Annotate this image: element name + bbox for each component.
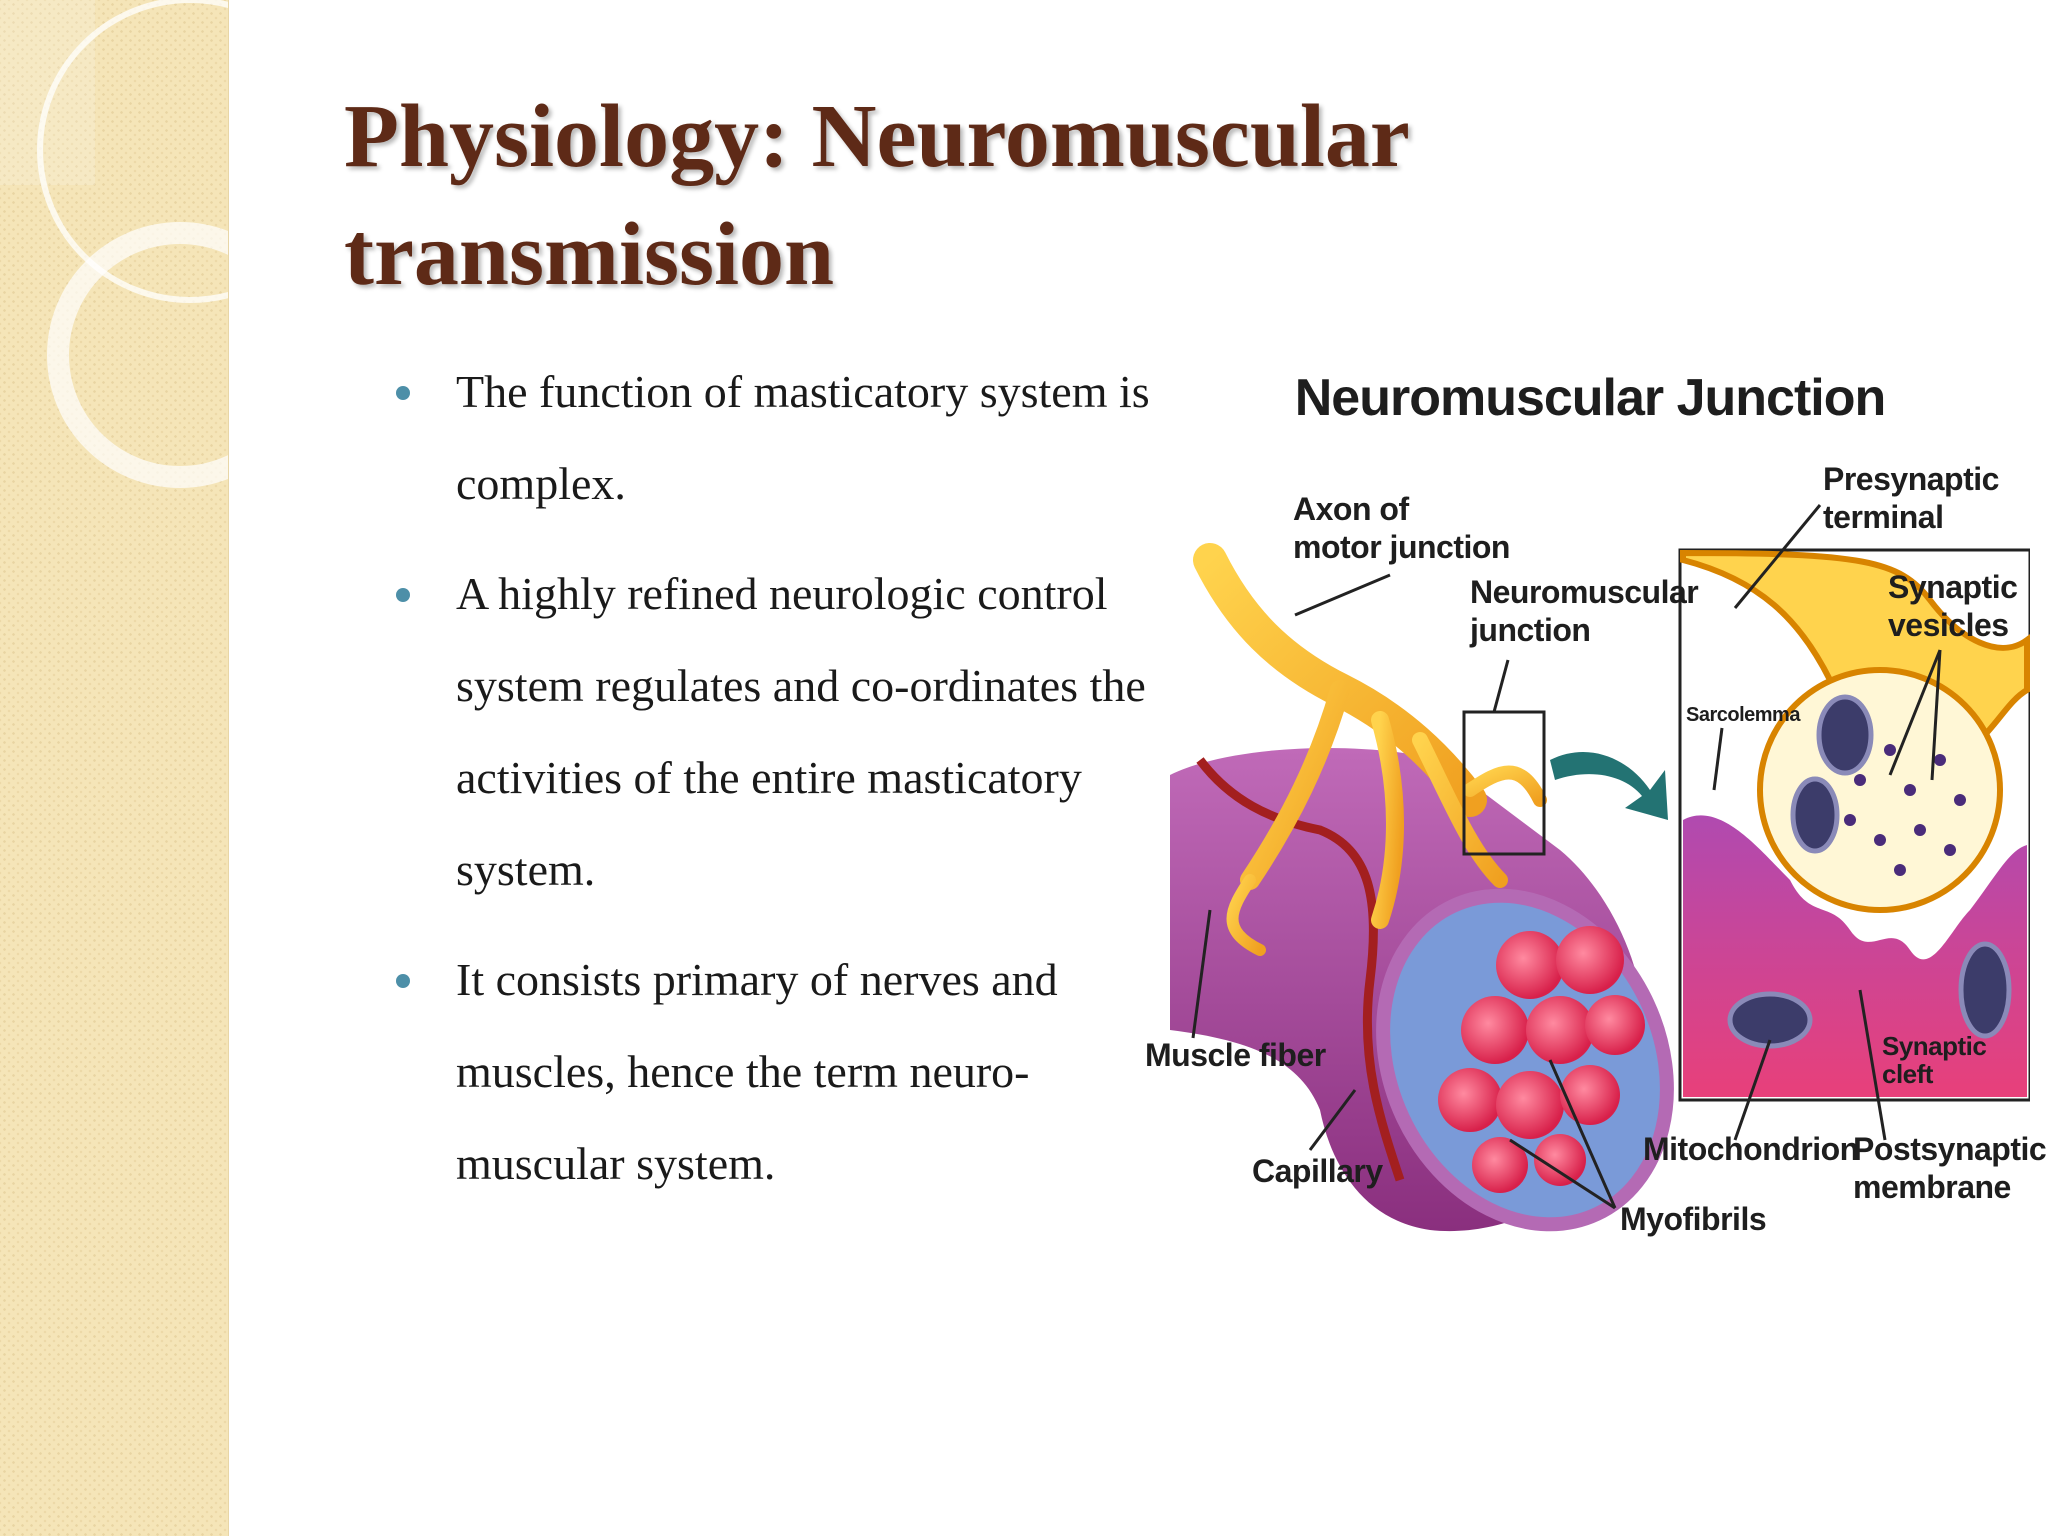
mitochondrion-shape [1727, 991, 1813, 1049]
label-myofibrils: Myofibrils [1620, 1201, 1767, 1237]
label-presynaptic-line2: terminal [1823, 499, 1944, 535]
decorative-rings [0, 0, 228, 488]
bullet-text: A highly refined neurologic control syst… [456, 568, 1146, 895]
label-vesicles-line2: vesicles [1888, 607, 2009, 643]
bullet-item: It consists primary of nerves and muscle… [392, 934, 1152, 1210]
label-vesicles-line1: Synaptic [1888, 569, 2018, 605]
label-presynaptic-terminal: Presynaptic terminal [1823, 460, 1999, 536]
slide-title-line1: Physiology: Neuromuscular [344, 87, 1410, 186]
bullet-dot-icon [396, 974, 410, 988]
label-cleft-line2: cleft [1882, 1059, 1933, 1089]
bullet-dot-icon [396, 588, 410, 602]
label-capillary: Capillary [1252, 1153, 1383, 1189]
bullet-dot-icon [396, 386, 410, 400]
figure-title: Neuromuscular Junction [1294, 369, 1887, 427]
label-nmj-line1: Neuromuscular [1470, 574, 1699, 610]
label-nmj-line2: junction [1470, 612, 1591, 648]
bullet-item: A highly refined neurologic control syst… [392, 548, 1152, 916]
slide-title-line2: transmission [344, 205, 835, 304]
label-presynaptic-line1: Presynaptic [1823, 461, 1999, 497]
label-sarcolemma: Sarcolemma [1686, 704, 1800, 726]
label-mitochondrion: Mitochondrion [1643, 1131, 1859, 1167]
label-postsynaptic-membrane: Postsynaptic membrane [1853, 1130, 2047, 1206]
neuromuscular-junction-illustration [1170, 504, 2030, 1232]
junction-highlight-box [1462, 710, 1546, 856]
mitochondrion-shape [1790, 776, 1840, 854]
capillary-vessel [1196, 757, 1405, 1182]
myofibrils-group [1438, 926, 1645, 1193]
label-synaptic-cleft: Synaptic cleft [1882, 1031, 1987, 1089]
zoom-arrow-icon [1550, 751, 1668, 820]
bullet-list: The function of masticatory system is co… [392, 346, 1152, 1228]
axon-shape [1193, 543, 1547, 956]
label-synaptic-vesicles: Synaptic vesicles [1888, 568, 2018, 644]
label-neuromuscular-junction: Neuromuscular junction [1470, 573, 1699, 649]
label-axon-line1: Axon of [1293, 491, 1409, 527]
label-postsynaptic-line1: Postsynaptic [1853, 1131, 2047, 1167]
decorative-sidebar [0, 0, 229, 1536]
mitochondrion-shape [1958, 941, 2012, 1039]
bullet-item: The function of masticatory system is co… [392, 346, 1152, 530]
label-postsynaptic-line2: membrane [1853, 1169, 2011, 1205]
label-axon: Axon of motor junction [1293, 490, 1510, 566]
leader-lines [1191, 504, 1942, 1210]
label-muscle-fiber: Muscle fiber [1145, 1037, 1326, 1073]
bullet-text: It consists primary of nerves and muscle… [456, 954, 1058, 1189]
label-axon-line2: motor junction [1293, 529, 1510, 565]
mitochondrion-shape [1816, 694, 1874, 776]
slide-title: Physiology: Neuromuscular transmission [344, 78, 1644, 314]
label-cleft-line1: Synaptic [1882, 1031, 1987, 1061]
bullet-text: The function of masticatory system is co… [456, 366, 1150, 509]
